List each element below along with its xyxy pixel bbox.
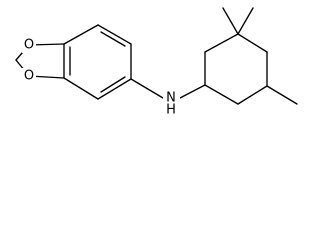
- atom-o-lower: O: [22, 68, 36, 84]
- atom-n: N H: [163, 90, 180, 118]
- cyclohexane-ring: [204, 33, 268, 105]
- cyclohexane-bond-3: [237, 33, 268, 53]
- benzene-bond-4: [97, 78, 132, 100]
- methyl-groups: [222, 7, 298, 105]
- benzene-bond-2: [97, 24, 132, 45]
- atom-label-o-lower: O: [24, 69, 34, 84]
- atom-label-o-upper: O: [24, 38, 34, 53]
- gem-dimethyl-bond-left: [222, 7, 239, 35]
- benzene-double-bond-a: [100, 31, 126, 47]
- benzene-ring: [63, 24, 132, 100]
- amine-linker: [130, 78, 206, 99]
- atom-label-h: H: [166, 103, 176, 118]
- atom-label-n: N: [166, 91, 176, 106]
- molecular-structure: O O N H: [15, 7, 298, 118]
- gem-dimethyl-bond-right: [237, 7, 254, 35]
- benzene-bond-1: [63, 24, 99, 45]
- benzene-bond-5: [63, 77, 99, 100]
- bond-aryl-n: [130, 78, 164, 99]
- benzene-double-bond-b: [100, 76, 126, 93]
- atom-o-upper: O: [22, 37, 36, 53]
- bond-n-cyclohexyl: [179, 84, 206, 99]
- methyl-bond-lower-right: [266, 85, 298, 105]
- cyclohexane-bond-2: [204, 33, 239, 53]
- cyclohexane-bond-6: [204, 84, 239, 105]
- cyclohexane-bond-5: [237, 85, 268, 105]
